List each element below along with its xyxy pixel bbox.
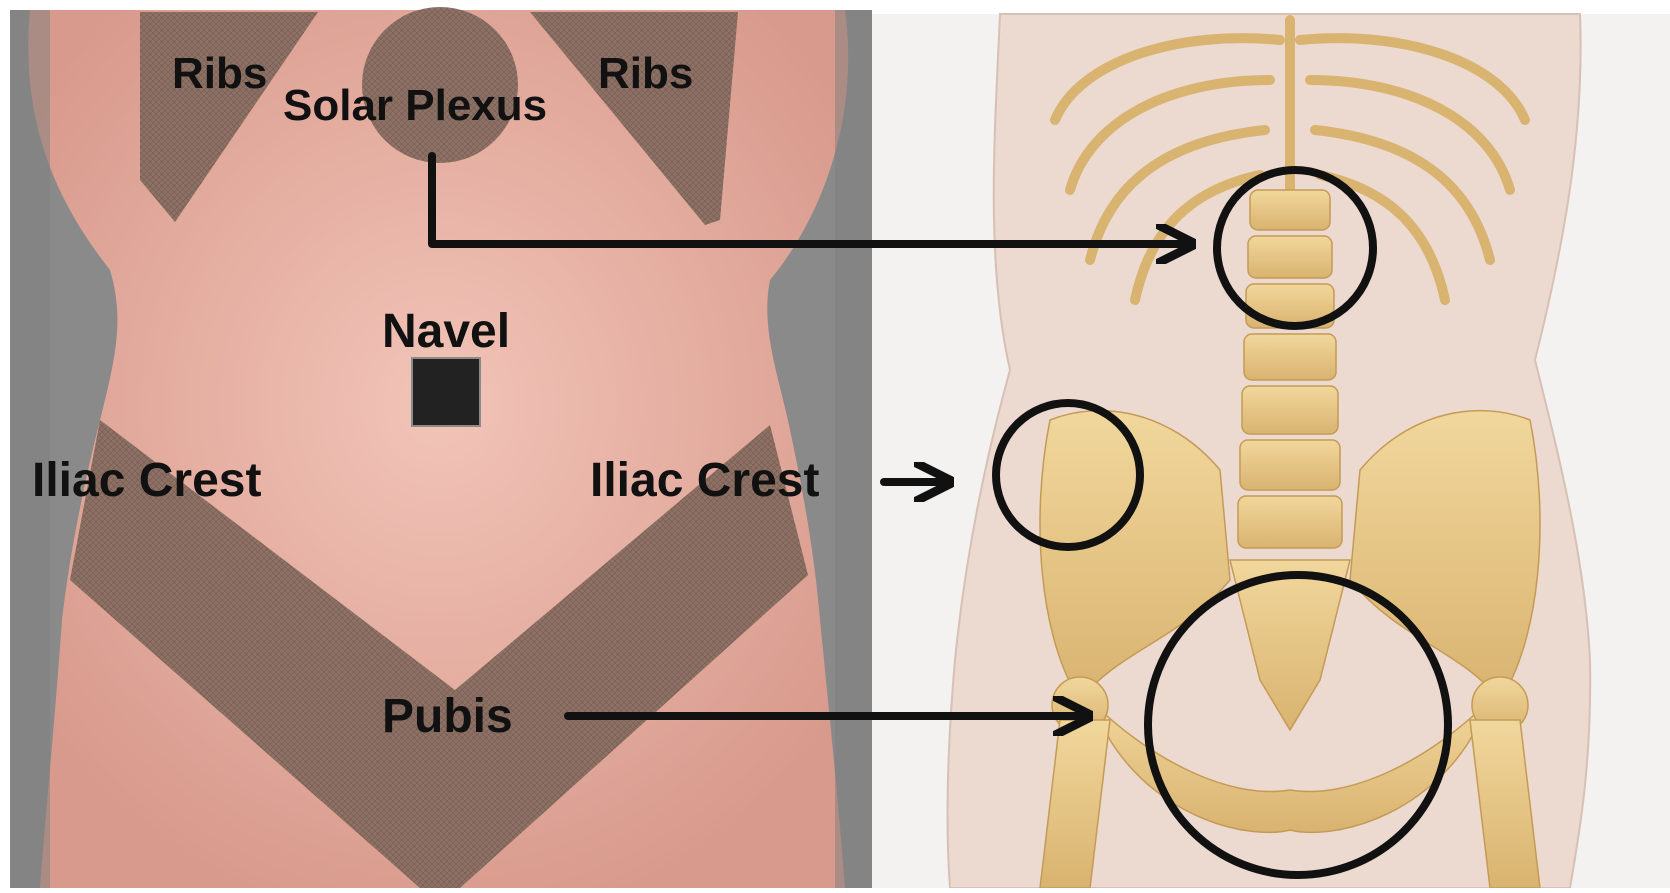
iliac-crest-left-label: Iliac Crest (32, 454, 261, 507)
skeleton-panel (872, 14, 1670, 888)
navel-label: Navel (382, 305, 510, 358)
torso-panel: Ribs Ribs Solar Plexus Navel Iliac Crest… (10, 7, 872, 888)
solar-plexus-label: Solar Plexus (283, 81, 547, 130)
pubis-label: Pubis (382, 690, 513, 743)
right-shadow (835, 10, 872, 888)
ribs-right-label: Ribs (598, 49, 693, 98)
left-shadow (10, 10, 50, 888)
iliac-crest-right-label: Iliac Crest (590, 454, 819, 507)
square-marker-icon (412, 358, 480, 426)
ribs-left-label: Ribs (172, 49, 267, 98)
